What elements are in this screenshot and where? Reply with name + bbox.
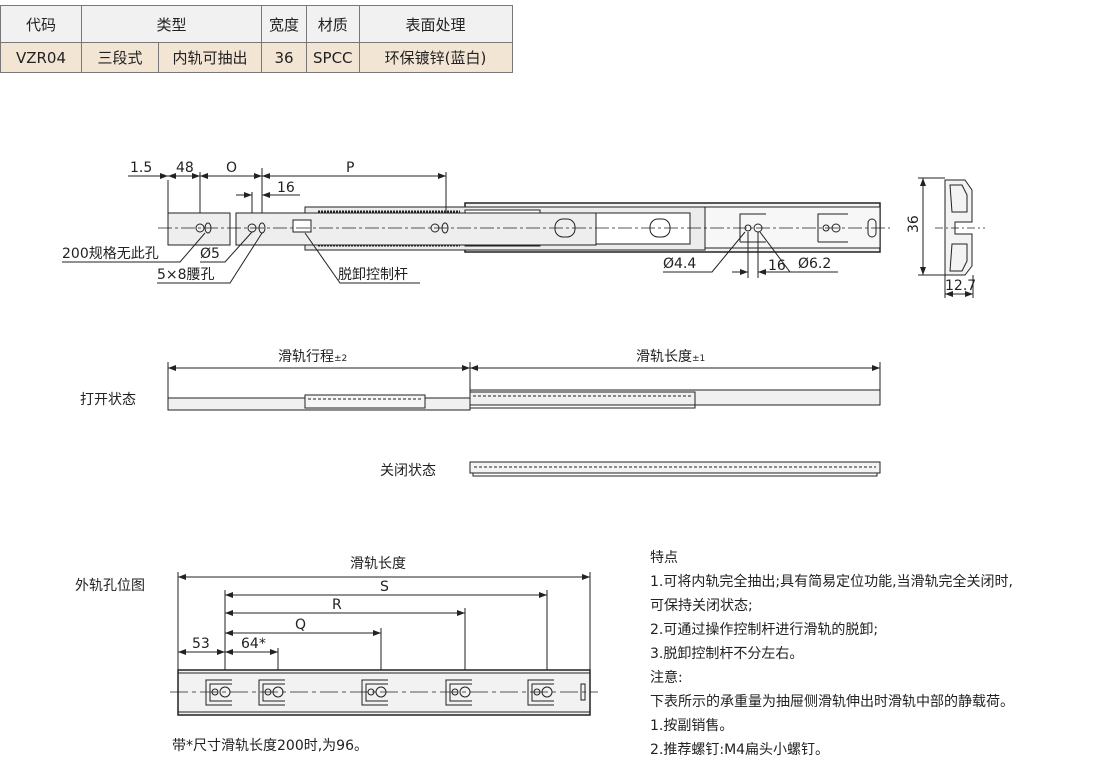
callout-phi5: Ø5: [200, 246, 220, 262]
note-line: 下表所示的承重量为抽屉侧滑轨伸出时滑轨中部的静载荷。: [650, 694, 1014, 710]
dim-q: Q: [295, 617, 306, 633]
cell-code: VZR04: [0, 42, 82, 73]
hole-diagram-labels: 外轨孔位图 滑轨长度 S R Q 64* 53 带*尺寸滑轨长度200时,为96…: [75, 555, 406, 754]
header-surface: 表面处理: [358, 5, 513, 43]
dim-48: 48: [176, 160, 194, 176]
slide-rail-front-view: [62, 168, 985, 298]
stroke-label: 滑轨行程±2: [278, 348, 347, 365]
dim-o: O: [226, 160, 237, 176]
note-line: 1.可将内轨完全抽出;具有简易定位功能,当滑轨完全关闭时,: [650, 574, 1013, 590]
dim-16-top: 16: [277, 180, 295, 196]
closed-state-label: 关闭状态: [380, 463, 436, 479]
dim-36: 36: [906, 215, 922, 233]
cell-type-b: 内轨可抽出: [158, 42, 262, 73]
dim-64: 64*: [241, 636, 266, 652]
callout-slot: 5×8腰孔: [157, 267, 215, 283]
open-closed-states: [167, 362, 881, 477]
callout-phi6-2: Ø6.2: [798, 256, 831, 272]
note-line: 2.推荐螺钉:M4扁头小螺钉。: [650, 742, 830, 758]
dim-p: P: [346, 160, 354, 176]
spec-table-header: 代码 类型 宽度 材质 表面处理: [0, 5, 513, 43]
dim-1-5: 1.5: [130, 160, 152, 176]
callout-phi4-4: Ø4.4: [663, 256, 696, 272]
features-notes: 特点 1.可将内轨完全抽出;具有简易定位功能,当滑轨完全关闭时, 可保持关闭状态…: [650, 546, 1014, 762]
note-line: 可保持关闭状态;: [650, 598, 753, 614]
rail-length-label: 滑轨长度: [350, 555, 406, 572]
dim-s: S: [380, 579, 389, 595]
cell-material: SPCC: [306, 42, 360, 73]
callout-no-hole: 200规格无此孔: [62, 246, 159, 262]
top-drawing-labels: 1.5 48 O P 16 200规格无此孔 Ø5 5×8腰孔 脱卸控制杆 Ø4…: [62, 160, 976, 294]
outer-rail-hole-diagram: [170, 572, 598, 716]
cell-type-a: 三段式: [81, 42, 159, 73]
note-line: 特点: [650, 550, 678, 566]
cell-surface: 环保镀锌(蓝白): [358, 42, 513, 73]
note-line: 3.脱卸控制杆不分左右。: [650, 646, 804, 662]
open-state-label: 打开状态: [80, 391, 136, 408]
note-line: 1.按副销售。: [650, 718, 734, 734]
dim-16-right: 16: [768, 258, 786, 274]
footnote: 带*尺寸滑轨长度200时,为96。: [172, 737, 368, 754]
length-label: 滑轨长度±1: [636, 348, 705, 365]
spec-table-row: VZR04 三段式 内轨可抽出 36 SPCC 环保镀锌(蓝白): [0, 42, 513, 73]
callout-lever: 脱卸控制杆: [338, 267, 408, 283]
note-line: 注意:: [650, 670, 683, 686]
dim-r: R: [332, 597, 342, 613]
dim-12-7: 12.7: [945, 278, 976, 294]
header-code: 代码: [0, 5, 82, 43]
spec-table: 代码 类型 宽度 材质 表面处理 VZR04 三段式 内轨可抽出 36 SPCC…: [0, 5, 513, 73]
dim-53: 53: [192, 636, 210, 652]
note-line: 2.可通过操作控制杆进行滑轨的脱卸;: [650, 622, 879, 638]
hole-diagram-title: 外轨孔位图: [75, 578, 145, 594]
states-labels: 滑轨行程±2 滑轨长度±1 打开状态 关闭状态: [80, 348, 705, 479]
mounting-holes: [205, 679, 586, 706]
cell-width: 36: [261, 42, 307, 73]
